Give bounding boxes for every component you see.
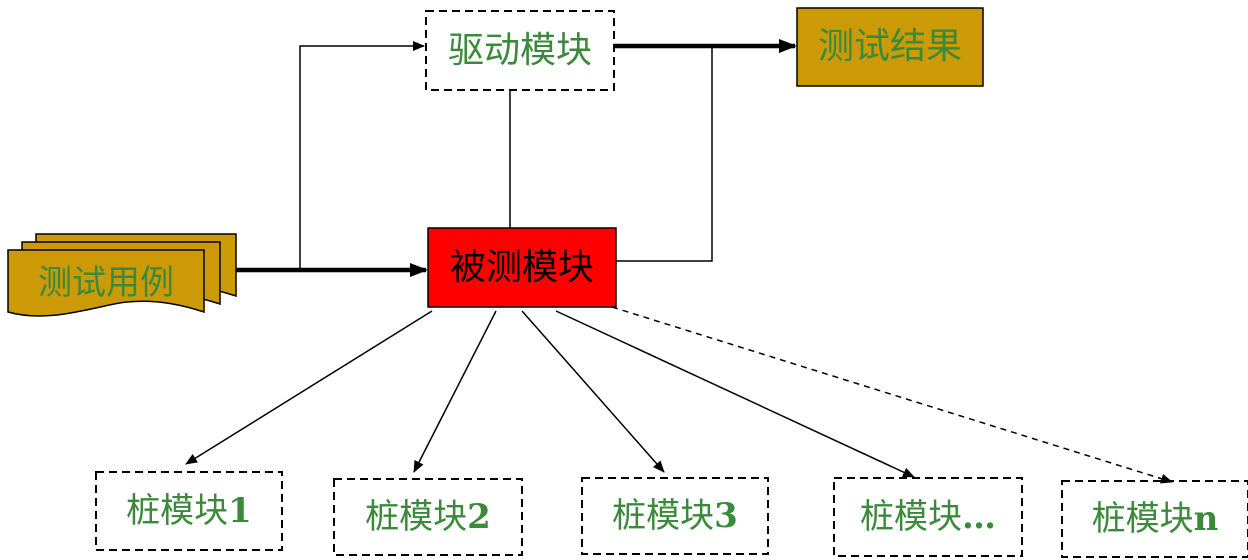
stub-label-3-suffix: 3 [714,496,738,536]
stub-box-1 [95,471,283,551]
arrow-mut-to-stub-n [611,306,1173,484]
driver-module-label: 驱动模块 [447,29,592,71]
test-result-label: 测试结果 [817,26,962,67]
stub-label-4: 桩模块… [834,478,1022,556]
stub-label-n-suffix: n [1193,499,1219,539]
stub-label-1-suffix: 1 [228,491,252,531]
test-cases-label: 测试用例 [38,263,174,303]
stub-label-n-prefix: 桩模块 [1091,499,1194,539]
stub-label-1-prefix: 桩模块 [126,491,229,531]
driver-module-box [425,10,615,91]
stub-label-4-suffix: … [962,497,996,537]
arrow-mut-to-stub-4 [555,310,915,478]
arrow-mut-to-stub-3 [521,310,665,473]
stub-label-2-prefix: 桩模块 [365,497,468,537]
test-result-box [796,7,984,87]
arrow-mut-to-stub-2 [413,310,497,473]
stub-label-2-suffix: 2 [467,497,491,537]
arrow-cases-to-driver [299,41,425,270]
module-under-test-box [427,227,617,308]
stub-box-3 [581,477,769,555]
stub-label-3-prefix: 桩模块 [612,496,715,536]
module-under-test-label: 被测模块 [449,246,594,288]
arrow-mut-to-stub-1 [185,310,433,465]
test-cases-stack [7,233,237,317]
link-mut-to-result [616,46,713,262]
stub-label-4-prefix: 桩模块 [860,497,962,537]
test-cases-sheet-front [7,249,205,317]
stub-box-2 [333,478,523,556]
stub-box-4 [833,477,1023,557]
stub-box-n [1061,480,1248,558]
